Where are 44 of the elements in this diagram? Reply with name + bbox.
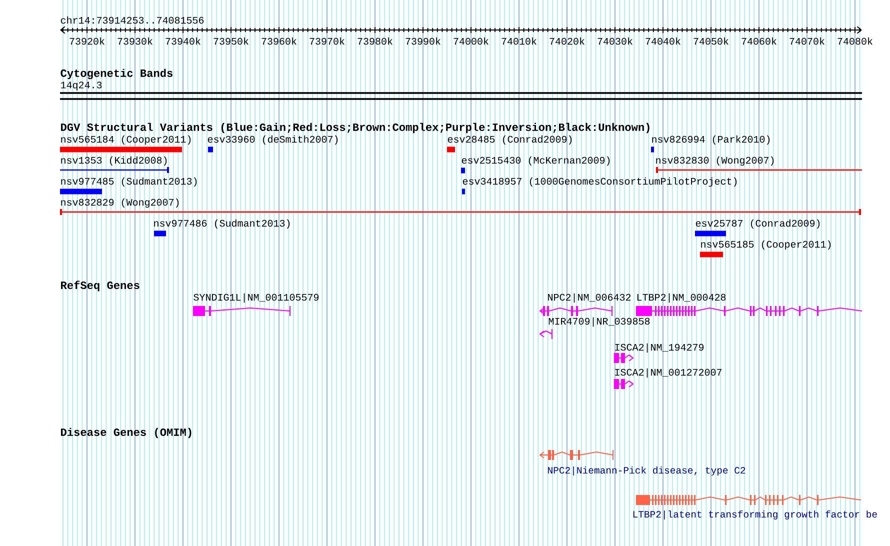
variant-label: nsv832829 (Wong2007) — [61, 198, 179, 208]
tick-label: 74000k — [454, 37, 488, 45]
tick-label: 74010k — [502, 37, 536, 45]
gene-label: SYNDIG1L|NM_001105579 — [194, 293, 319, 303]
variant-label: nsv1353 (Kidd2008) — [61, 156, 167, 166]
tick-label: 73920k — [70, 37, 104, 45]
tick-label: 74020k — [550, 37, 584, 45]
tick-label: 74030k — [598, 37, 632, 45]
variant-label: nsv826994 (Park2010) — [652, 135, 770, 145]
tick-label: 73930k — [118, 37, 152, 45]
track-heading: Cytogenetic Bands — [60, 68, 172, 80]
tick-label: 73940k — [166, 37, 200, 45]
track-heading: DGV Structural Variants (Blue:Gain;Red:Loss;Brown:Complex;Purple:Inversion;Black:Unknown) — [61, 122, 650, 134]
variant-label: nsv832830 (Wong2007) — [656, 156, 774, 166]
position-label: chr14:73914253..74081556 — [60, 16, 204, 24]
variant-label: nsv565185 (Cooper2011) — [701, 240, 831, 250]
variant-label: esv33960 (deSmith2007) — [208, 135, 338, 145]
variant-label: esv2515430 (McKernan2009) — [462, 156, 610, 166]
gene-label: ISCA2|NM_194279 — [615, 343, 704, 353]
tick-label: 73950k — [214, 37, 248, 45]
variant-label: nsv977486 (Sudmant2013) — [154, 219, 290, 229]
gene-label: ISCA2|NM_001272007 — [615, 368, 722, 378]
tick-label: 73970k — [310, 37, 344, 45]
variant-label: esv28485 (Conrad2009) — [448, 135, 572, 145]
tick-label: 74070k — [790, 37, 824, 45]
gene-label: LTBP2|NM_000428 — [637, 293, 726, 303]
gene-label: MIR4709|NR_039858 — [548, 317, 650, 327]
tick-label: 73980k — [358, 37, 392, 45]
variant-label: esv25787 (Conrad2009) — [696, 219, 820, 229]
tick-label: 73990k — [406, 37, 440, 45]
tick-label: 74040k — [646, 37, 680, 45]
variant-label: nsv565184 (Cooper2011) — [61, 135, 191, 145]
disease-label: LTBP2|latent transforming growth factor be — [633, 510, 877, 520]
variant-label: nsv977485 (Sudmant2013) — [61, 177, 197, 187]
tick-label: 74050k — [694, 37, 728, 45]
tick-label: 74060k — [742, 37, 776, 45]
tick-label: 74080k — [838, 37, 872, 45]
band-label: 14q24.3 — [61, 82, 102, 90]
track-heading: RefSeq Genes — [61, 280, 140, 292]
variant-label: esv3418957 (1000GenomesConsortiumPilotProject) — [462, 177, 737, 187]
track-heading: Disease Genes (OMIM) — [61, 428, 192, 438]
gene-label: NPC2|NM_006432 — [548, 293, 631, 303]
disease-label: NPC2|Niemann-Pick disease, type C2 — [548, 466, 746, 476]
tick-label: 73960k — [262, 37, 296, 45]
